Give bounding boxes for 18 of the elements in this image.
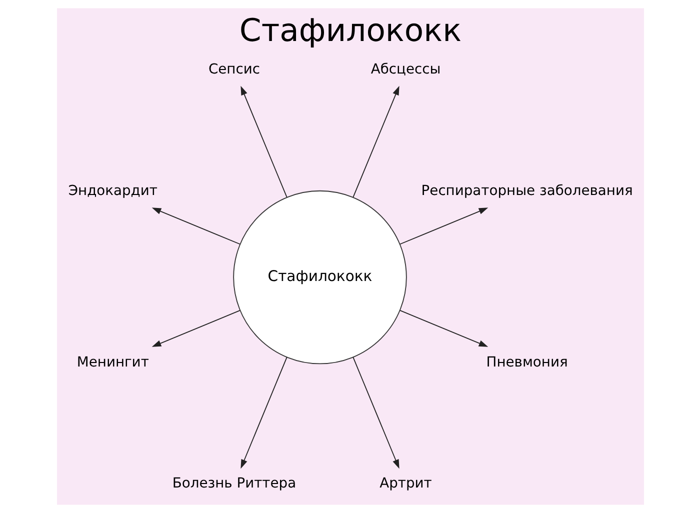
node-text: Менингит [76, 354, 148, 370]
arrow [399, 208, 488, 245]
arrow [151, 208, 240, 245]
node-text: Артрит [379, 476, 432, 492]
arrow [399, 310, 488, 347]
node-text: Эндокардит [68, 182, 157, 199]
node-text: Абсцессы [370, 61, 440, 78]
node-text: Сепсис [208, 61, 260, 78]
diagram-title: Стафилококк [238, 12, 462, 49]
node-circle: Стафилококк [232, 190, 406, 364]
node-text: Респираторные заболевания [420, 182, 632, 199]
arrow [352, 356, 399, 469]
arrow [240, 356, 287, 469]
arrow [151, 310, 240, 347]
node-text: Пневмония [486, 354, 568, 370]
node-text: Болезнь Риттера [172, 476, 296, 492]
arrow [240, 86, 287, 198]
arrow [352, 86, 399, 198]
